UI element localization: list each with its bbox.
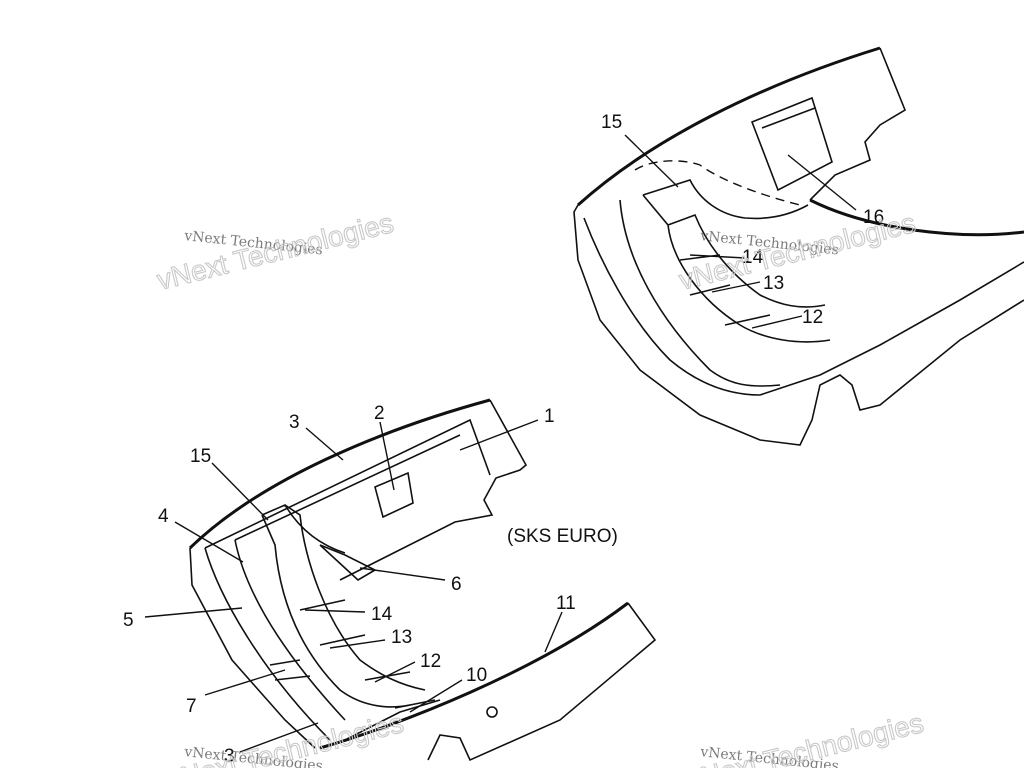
callout-7: 7: [186, 696, 197, 717]
callout-4: 4: [158, 506, 169, 527]
watermark-outline-text: vNext Technologies: [676, 207, 919, 296]
lower-hood-clip: [319, 544, 377, 581]
watermark-outline-text: vNext Technologies: [154, 207, 397, 296]
lower-hood-decal: [374, 471, 414, 519]
watermark-outline-text: vNext Technologies: [684, 707, 927, 768]
callout-u12: 12: [802, 307, 823, 328]
callout-u14: 14: [742, 247, 764, 268]
callout-1: 1: [544, 406, 555, 427]
callout-5: 5: [123, 610, 134, 631]
callout-6: 6: [451, 574, 462, 595]
callout-u16: 16: [863, 207, 884, 228]
lower-callouts: 1 2 3 15 4 5 6 14 13 12 7 10 11 3: [123, 403, 576, 767]
upper-hood-inner-lip-2: [619, 199, 781, 387]
mount-hole: [486, 706, 498, 718]
lower-hood-assembly: [188, 398, 657, 762]
callout-14: 14: [371, 604, 393, 625]
callout-10: 10: [466, 665, 487, 686]
watermark-1-outline: vNext Technologies: [153, 207, 397, 297]
watermark-outline-text: vNext Technologies: [164, 707, 407, 768]
lower-hood-trim: [261, 503, 426, 708]
callout-12: 12: [420, 651, 441, 672]
upper-hood-right-edge: [809, 198, 1024, 237]
lower-hood-bottom-edge: [319, 601, 629, 750]
callout-2: 2: [374, 403, 385, 424]
upper-hood-outline: [573, 47, 1024, 446]
callout-u13: 13: [763, 273, 784, 294]
watermark-2-outline: vNext Technologies: [675, 207, 919, 297]
upper-hood-assembly: [573, 46, 1024, 446]
callout-11: 11: [556, 593, 576, 614]
lower-hood-top-edge: [188, 398, 491, 550]
callout-3b: 3: [224, 746, 235, 767]
lower-hood-inner-lip: [204, 539, 346, 741]
upper-callouts: 15 16 14 13 12: [601, 112, 884, 328]
callout-u15: 15: [601, 112, 622, 133]
variant-label: (SKS EURO): [507, 526, 618, 547]
upper-leaders: [624, 134, 857, 329]
upper-hood-top-edge: [576, 46, 881, 207]
watermark-4-outline: vNext Technologies: [683, 707, 927, 768]
upper-hood-inner-lip: [583, 217, 1024, 396]
upper-hood-trim: [642, 179, 831, 343]
lower-hood-outline: [189, 399, 528, 749]
lower-hood-inner-panel: [204, 418, 491, 549]
callout-3: 3: [289, 412, 300, 433]
callout-13: 13: [391, 627, 412, 648]
lower-leaders: [144, 419, 563, 753]
watermark-3-outline: vNext Technologies: [163, 707, 407, 768]
upper-hood-window: [750, 96, 833, 192]
callout-15: 15: [190, 446, 211, 467]
